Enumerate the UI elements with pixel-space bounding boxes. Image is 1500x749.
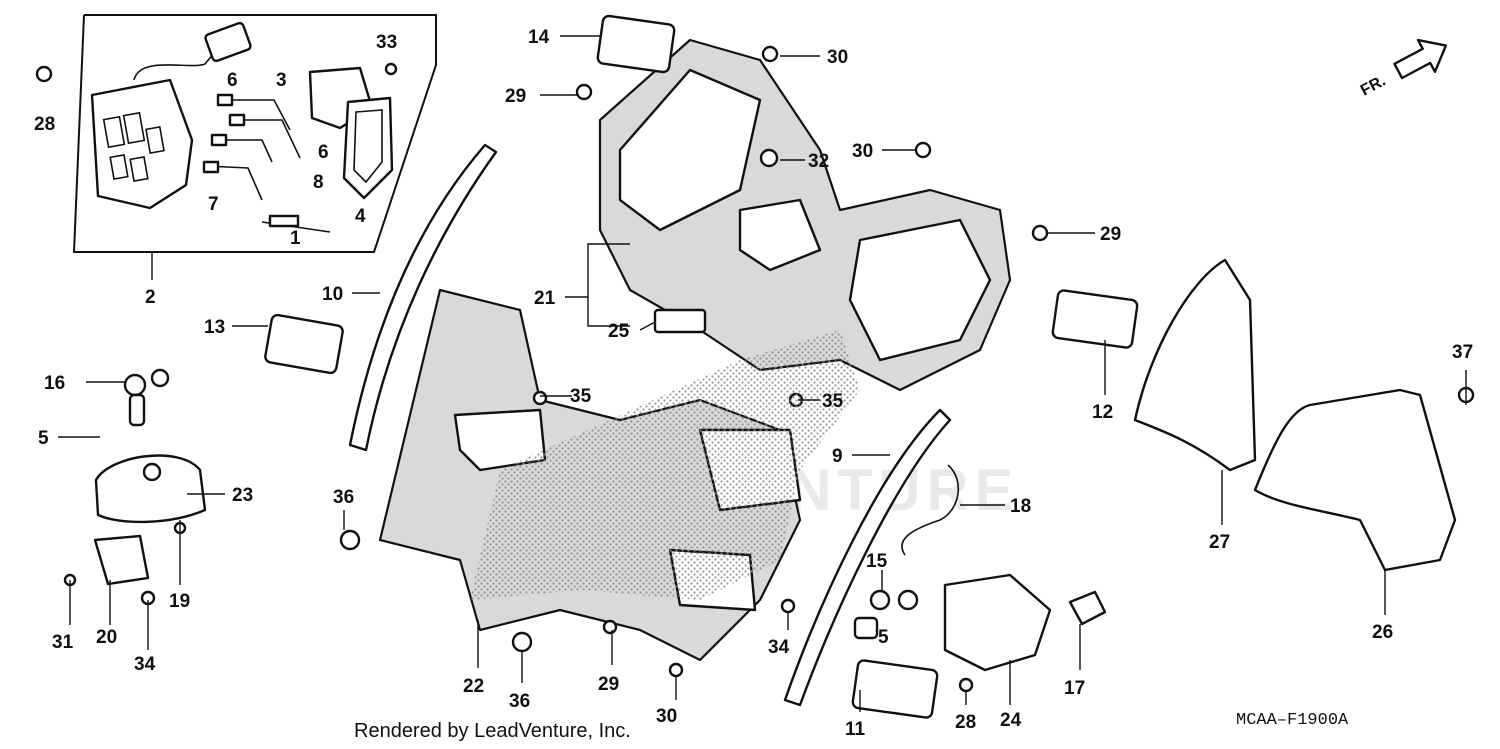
- lid-24: [943, 573, 1052, 672]
- air-vent-14: [596, 14, 676, 74]
- callout-24: 24: [1000, 710, 1022, 731]
- callout-18: 18: [1010, 496, 1031, 517]
- bracket-20: [93, 534, 150, 586]
- callout-30a: 30: [827, 47, 848, 68]
- front-direction-label: FR.: [1358, 72, 1389, 99]
- callout-7: 7: [208, 194, 219, 215]
- hook-17: [1068, 590, 1107, 626]
- diagram-code: MCAA–F1900A: [1236, 711, 1349, 730]
- callout-37: 37: [1452, 342, 1473, 363]
- callout-21: 21: [534, 288, 556, 309]
- callout-34a: 34: [134, 654, 156, 675]
- right-lower-cover-illustration: [1253, 388, 1457, 572]
- callout-4: 4: [355, 206, 366, 227]
- callout-36a: 36: [333, 487, 354, 508]
- front-arrow-icon: [1393, 38, 1448, 80]
- air-vent-13: [264, 313, 344, 375]
- callout-30c: 30: [656, 706, 677, 727]
- callout-9: 9: [832, 446, 843, 467]
- honda-decal-area: [470, 330, 860, 600]
- air-vent-12: [1051, 289, 1139, 349]
- front-direction-indicator: FR.: [1358, 38, 1448, 99]
- center-upper-panel-illustration: [598, 38, 1012, 392]
- callout-30b: 30: [852, 141, 873, 162]
- callout-33: 33: [376, 32, 397, 53]
- right-trim-rail-illustration: [783, 408, 952, 707]
- callout-29b: 29: [1100, 224, 1121, 245]
- callout-5b: 5: [878, 627, 889, 648]
- leader-lines: [58, 35, 1467, 712]
- callout-20: 20: [96, 627, 117, 648]
- callout-10: 10: [322, 284, 343, 305]
- callout-labels: 1 2 3 4 5 5 6 6 7 8 9 10 11 12 13 14 15 …: [34, 27, 1473, 740]
- air-vent-11: [851, 659, 939, 719]
- callout-6b: 6: [318, 142, 329, 163]
- callout-13: 13: [204, 317, 225, 338]
- subassembly-box: [72, 14, 437, 280]
- callout-28b: 28: [955, 712, 976, 733]
- callout-29c: 29: [598, 674, 619, 695]
- callout-5a: 5: [38, 428, 49, 449]
- callout-15: 15: [866, 551, 888, 572]
- lid-and-gasket-illustration: [308, 66, 394, 200]
- callout-31: 31: [52, 632, 74, 653]
- callout-19: 19: [169, 591, 190, 612]
- rendered-by-credit: Rendered by LeadVenture, Inc.: [354, 720, 631, 742]
- callout-23: 23: [232, 485, 253, 506]
- callout-11: 11: [845, 719, 866, 740]
- callout-27: 27: [1209, 532, 1230, 553]
- callout-2: 2: [145, 287, 156, 308]
- callout-6a: 6: [227, 70, 238, 91]
- callout-28a: 28: [34, 114, 55, 135]
- callout-29a: 29: [505, 86, 526, 107]
- callout-12: 12: [1092, 402, 1113, 423]
- callout-22: 22: [463, 676, 484, 697]
- callout-35b: 35: [822, 391, 844, 412]
- callout-36b: 36: [509, 691, 530, 712]
- callout-14: 14: [528, 27, 550, 48]
- callout-3: 3: [276, 70, 287, 91]
- callout-26: 26: [1372, 622, 1393, 643]
- left-trim-rail-illustration: [348, 143, 498, 452]
- callout-32: 32: [808, 151, 829, 172]
- pocket-lid-23: [94, 454, 207, 524]
- callout-8: 8: [313, 172, 324, 193]
- callout-34b: 34: [768, 637, 790, 658]
- callout-1: 1: [290, 228, 301, 249]
- wire-harness-illustration: [202, 93, 331, 233]
- switch-panel-illustration: [90, 21, 252, 210]
- right-inner-cover-illustration: [1133, 258, 1257, 472]
- callout-35a: 35: [570, 386, 592, 407]
- callout-25: 25: [608, 321, 630, 342]
- callout-17: 17: [1064, 678, 1085, 699]
- callout-16: 16: [44, 373, 65, 394]
